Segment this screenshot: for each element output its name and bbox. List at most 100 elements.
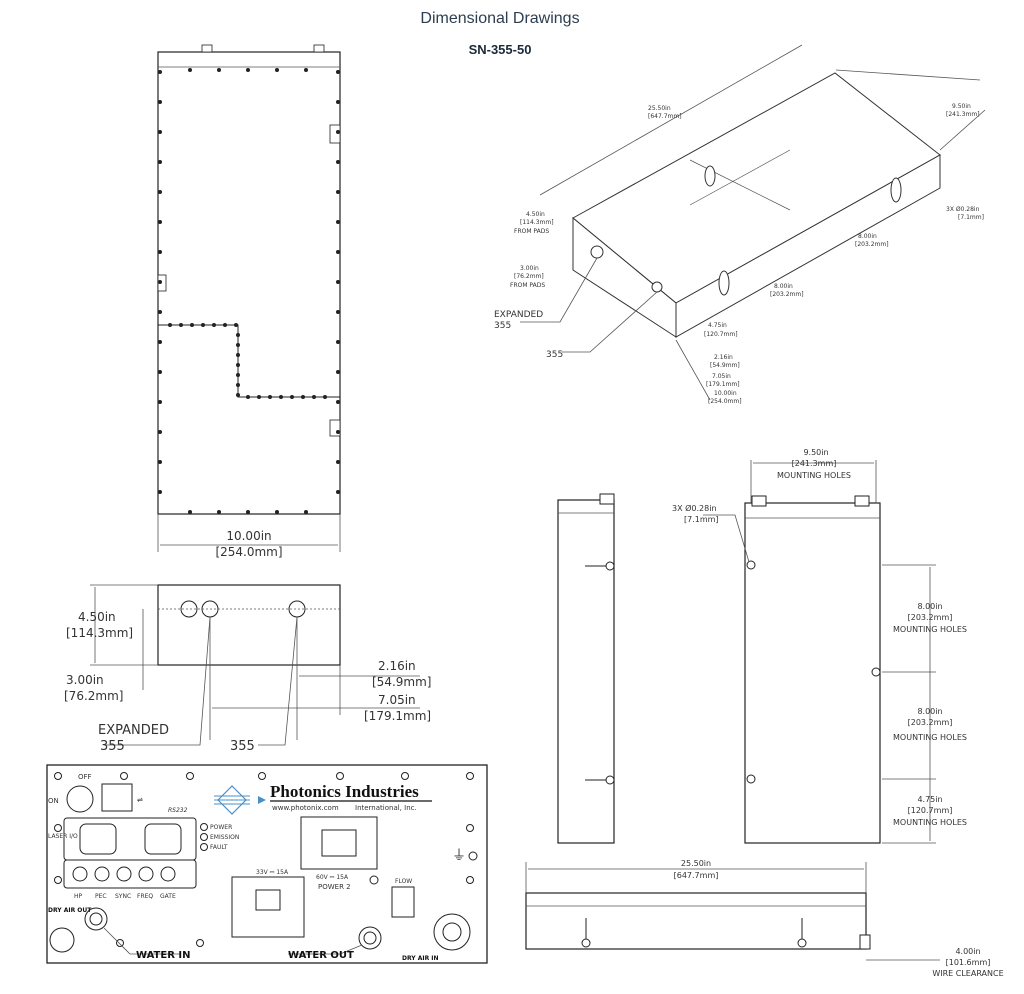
fastener-dot bbox=[217, 68, 221, 72]
bnc-label-pec: PEC bbox=[95, 893, 107, 900]
fastener-dot bbox=[158, 100, 162, 104]
panel-screw bbox=[258, 772, 266, 780]
ms-a-mm: [203.2mm] bbox=[908, 613, 953, 622]
fastener-dot bbox=[336, 280, 340, 284]
ms-w: 9.50in bbox=[803, 448, 828, 457]
tv-width-in: 10.00in bbox=[226, 529, 271, 543]
fastener-dot bbox=[336, 370, 340, 374]
bnc-pec bbox=[94, 866, 110, 882]
rs232-label: RS232 bbox=[168, 807, 188, 814]
brand-name: Photonics Industries bbox=[270, 782, 419, 801]
fastener-dot bbox=[158, 160, 162, 164]
fastener-dot bbox=[246, 68, 250, 72]
fastener-dot bbox=[336, 190, 340, 194]
fastener-dot bbox=[236, 393, 240, 397]
fastener-dot bbox=[279, 395, 283, 399]
ms-c: 4.75in bbox=[917, 795, 942, 804]
fastener-dot bbox=[168, 323, 172, 327]
ms-b-note: MOUNTING HOLES bbox=[893, 733, 967, 742]
iso-holes: 3X Ø0.28in bbox=[946, 206, 980, 213]
fastener-dot bbox=[158, 310, 162, 314]
narrow-side-view bbox=[557, 493, 615, 844]
ms-b-mm: [203.2mm] bbox=[908, 718, 953, 727]
fastener-dot bbox=[336, 400, 340, 404]
fastener-dot bbox=[158, 280, 162, 284]
fastener-dot bbox=[336, 220, 340, 224]
top-view: 10.00in [254.0mm] bbox=[157, 44, 341, 559]
fastener-dot bbox=[158, 250, 162, 254]
iso-len-mm: [647.7mm] bbox=[648, 113, 682, 120]
panel-screw bbox=[120, 772, 128, 780]
mounting-side-view: 9.50in [241.3mm] MOUNTING HOLES 3X Ø0.28… bbox=[672, 448, 967, 844]
fastener-dot bbox=[179, 323, 183, 327]
ls-clear-note: WIRE CLEARANCE bbox=[932, 969, 1003, 978]
ev-expanded-num: 355 bbox=[100, 739, 125, 754]
fastener-dot bbox=[158, 490, 162, 494]
ev-d2-in: 7.05in bbox=[378, 693, 416, 707]
panel-screw bbox=[466, 876, 474, 884]
panel-screw bbox=[336, 772, 344, 780]
fastener-dot bbox=[336, 70, 340, 74]
iso-b2-mm: [179.1mm] bbox=[706, 381, 740, 388]
fastener-dot bbox=[236, 373, 240, 377]
panel-screw bbox=[186, 772, 194, 780]
ev-d2-mm: [179.1mm] bbox=[364, 709, 431, 723]
fastener-dot bbox=[336, 250, 340, 254]
end-view: 4.50in [114.3mm] 3.00in [76.2mm] 2.16in … bbox=[64, 584, 431, 754]
bnc-label-sync: SYNC bbox=[115, 893, 131, 900]
ms-c-mm: [120.7mm] bbox=[908, 806, 953, 815]
water-out-label: WATER OUT bbox=[288, 950, 354, 961]
ms-c-note: MOUNTING HOLES bbox=[893, 818, 967, 827]
fastener-dot bbox=[188, 68, 192, 72]
ev-h2-mm: [76.2mm] bbox=[64, 689, 123, 703]
panel-screw bbox=[466, 772, 474, 780]
off-label: OFF bbox=[78, 773, 92, 781]
bnc-label-hp: HP bbox=[74, 893, 83, 900]
iso-s3-mm: [120.7mm] bbox=[704, 331, 738, 338]
fastener-dot bbox=[223, 323, 227, 327]
iso-s2: 8.00in bbox=[774, 283, 793, 290]
fastener-dot bbox=[201, 323, 205, 327]
fastener-dot bbox=[268, 395, 272, 399]
on-label: ON bbox=[48, 797, 59, 805]
pwr1-rating: 33V ⎓ 15A bbox=[256, 869, 289, 876]
fastener-dot bbox=[301, 395, 305, 399]
ev-355-label: 355 bbox=[230, 739, 255, 754]
led-power bbox=[200, 823, 208, 831]
iso-s2-mm: [203.2mm] bbox=[770, 291, 804, 298]
flow-label: FLOW bbox=[395, 878, 412, 885]
long-side-view: 25.50in [647.7mm] 4.00in [101.6mm] WIRE … bbox=[525, 859, 1004, 978]
ev-h2-in: 3.00in bbox=[66, 673, 104, 687]
laser-io-label: LASER I/O bbox=[48, 833, 78, 840]
ms-w-note: MOUNTING HOLES bbox=[777, 471, 851, 480]
fastener-dot bbox=[304, 510, 308, 514]
iso-b1: 2.16in bbox=[714, 354, 733, 361]
fastener-dot bbox=[236, 343, 240, 347]
fastener-dot bbox=[312, 395, 316, 399]
ls-clear-mm: [101.6mm] bbox=[946, 958, 991, 967]
ev-d1-mm: [54.9mm] bbox=[372, 675, 431, 689]
iso-h1: 4.50in bbox=[526, 211, 545, 218]
iso-s3: 4.75in bbox=[708, 322, 727, 329]
dry-air-out-label: DRY AIR OUT bbox=[48, 907, 92, 914]
panel-screw bbox=[401, 772, 409, 780]
bnc-hp bbox=[72, 866, 88, 882]
fastener-dot bbox=[236, 363, 240, 367]
iso-s1: 8.00in bbox=[858, 233, 877, 240]
usb-icon: ⇌ bbox=[137, 796, 143, 804]
fastener-dot bbox=[158, 130, 162, 134]
fastener-dot bbox=[290, 395, 294, 399]
photonics-logo-icon bbox=[214, 785, 266, 815]
ls-clear: 4.00in bbox=[955, 947, 980, 956]
iso-b2: 7.05in bbox=[712, 373, 731, 380]
ms-w-mm: [241.3mm] bbox=[792, 459, 837, 468]
iso-holes-mm: [7.1mm] bbox=[958, 214, 984, 221]
power-switch bbox=[66, 785, 94, 813]
panel-screw bbox=[54, 772, 62, 780]
iso-b3: 10.00in bbox=[714, 390, 737, 397]
ev-h-mm: [114.3mm] bbox=[66, 626, 133, 640]
water-in-label: WATER IN bbox=[136, 950, 190, 961]
iso-h1-note: FROM PADS bbox=[514, 228, 549, 235]
bnc-sync bbox=[116, 866, 132, 882]
led-label-emission: EMISSION bbox=[210, 834, 239, 841]
